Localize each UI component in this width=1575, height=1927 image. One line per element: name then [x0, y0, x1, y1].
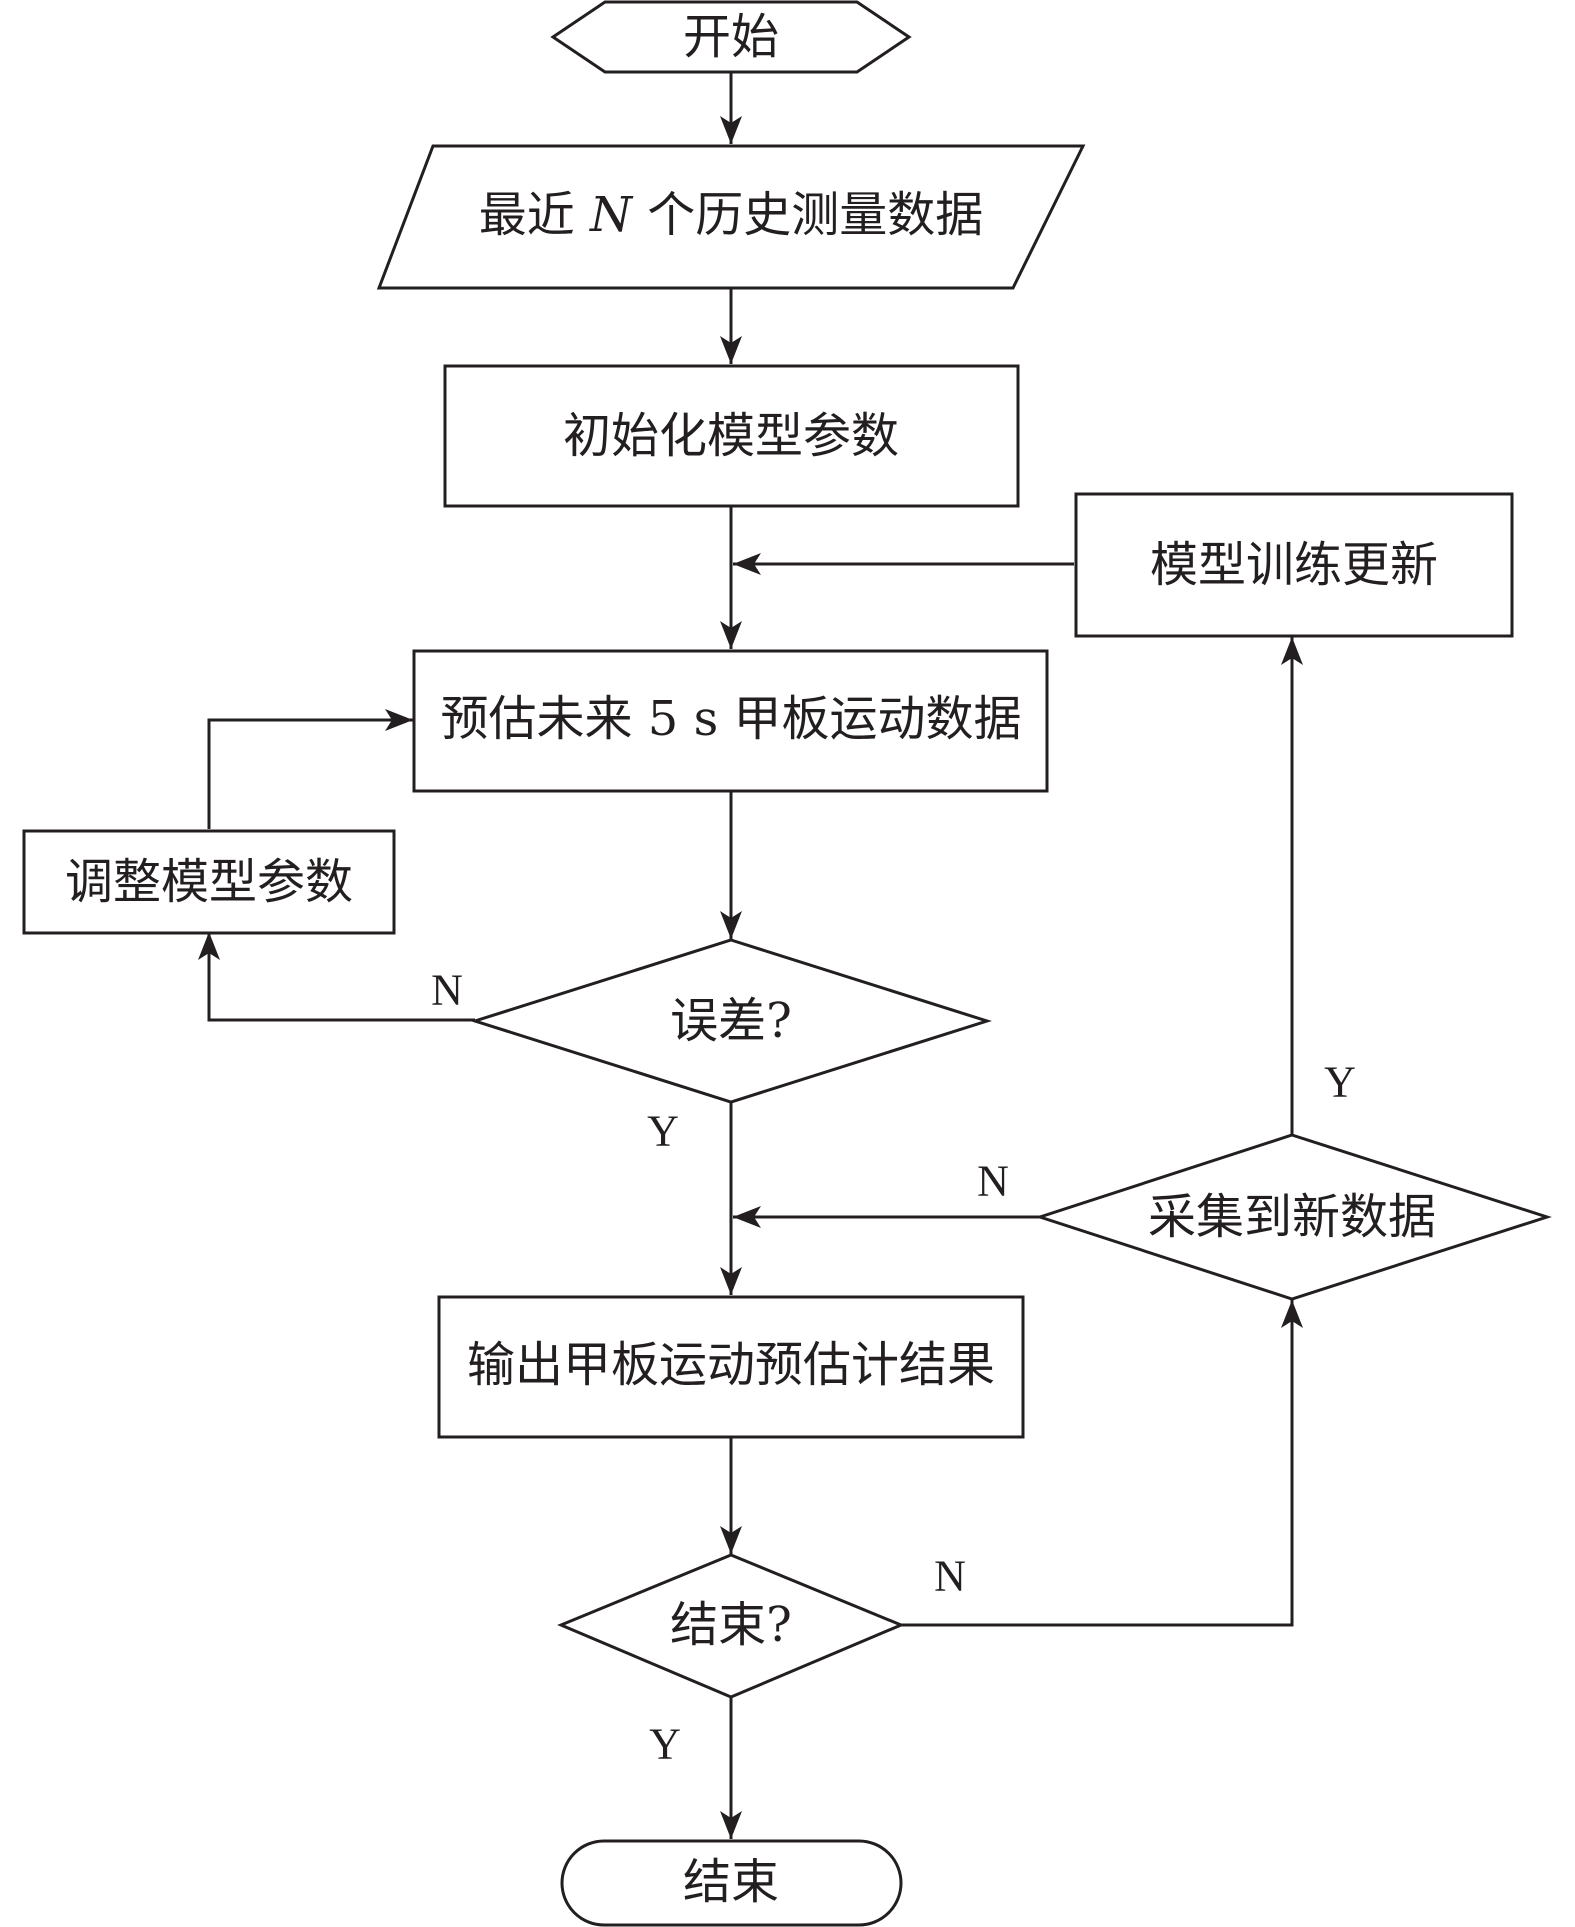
node-adjust: 调整模型参数: [22, 829, 396, 935]
node-input: 最近 N 个历史测量数据: [376, 144, 1086, 290]
output-label: 输出甲板运动预估计结果: [467, 1337, 995, 1393]
init-label: 初始化模型参数: [563, 408, 899, 464]
end-check-diamond: [557, 1553, 905, 1699]
node-end-check: 结束?: [557, 1553, 905, 1699]
input-parallelogram: [376, 144, 1086, 290]
predict-box: [412, 649, 1049, 793]
end-no-label: N: [934, 1552, 966, 1601]
collect-no-label: N: [977, 1157, 1009, 1206]
edge-labels: N Y N Y N Y: [431, 966, 1356, 1769]
collect-diamond: [1035, 1133, 1552, 1301]
collect-yes-label: Y: [1324, 1058, 1356, 1107]
end-terminal: [560, 1839, 903, 1927]
adjust-box: [22, 829, 396, 935]
edge-error-adjust: [198, 932, 475, 1022]
adjust-label: 调整模型参数: [65, 854, 353, 910]
error-yes-label: Y: [647, 1107, 679, 1156]
node-init: 初始化模型参数: [443, 364, 1020, 508]
end-check-label: 结束?: [670, 1597, 792, 1653]
node-train: 模型训练更新: [1074, 492, 1514, 638]
init-box: [443, 364, 1020, 508]
train-box: [1074, 492, 1514, 638]
edge-adjust-predict: [207, 709, 413, 829]
predict-label: 预估未来 5 s 甲板运动数据: [441, 691, 1022, 747]
end-label: 结束: [683, 1854, 779, 1910]
error-diamond: [470, 938, 992, 1104]
input-label-post: 个历史测量数据: [632, 187, 983, 243]
start-label: 开始: [683, 9, 779, 65]
input-label-pre: 最近: [479, 187, 590, 243]
node-collect: 采集到新数据: [1035, 1133, 1552, 1301]
node-start: 开始: [550, 0, 912, 74]
input-label: 最近 N 个历史测量数据: [479, 187, 984, 243]
connectors: [198, 72, 1303, 1839]
end-yes-label: Y: [649, 1720, 681, 1769]
train-label: 模型训练更新: [1150, 537, 1438, 593]
collect-label: 采集到新数据: [1148, 1189, 1436, 1245]
node-predict: 预估未来 5 s 甲板运动数据: [412, 649, 1049, 793]
start-hexagon: [550, 0, 912, 74]
output-box: [437, 1295, 1025, 1439]
node-error: 误差?: [470, 938, 992, 1104]
error-no-label: N: [431, 966, 463, 1015]
edge-endcheck-collect: [901, 1300, 1303, 1627]
input-label-var: N: [589, 187, 634, 243]
node-end: 结束: [560, 1839, 903, 1927]
node-output: 输出甲板运动预估计结果: [437, 1295, 1025, 1439]
error-label: 误差?: [670, 993, 792, 1049]
